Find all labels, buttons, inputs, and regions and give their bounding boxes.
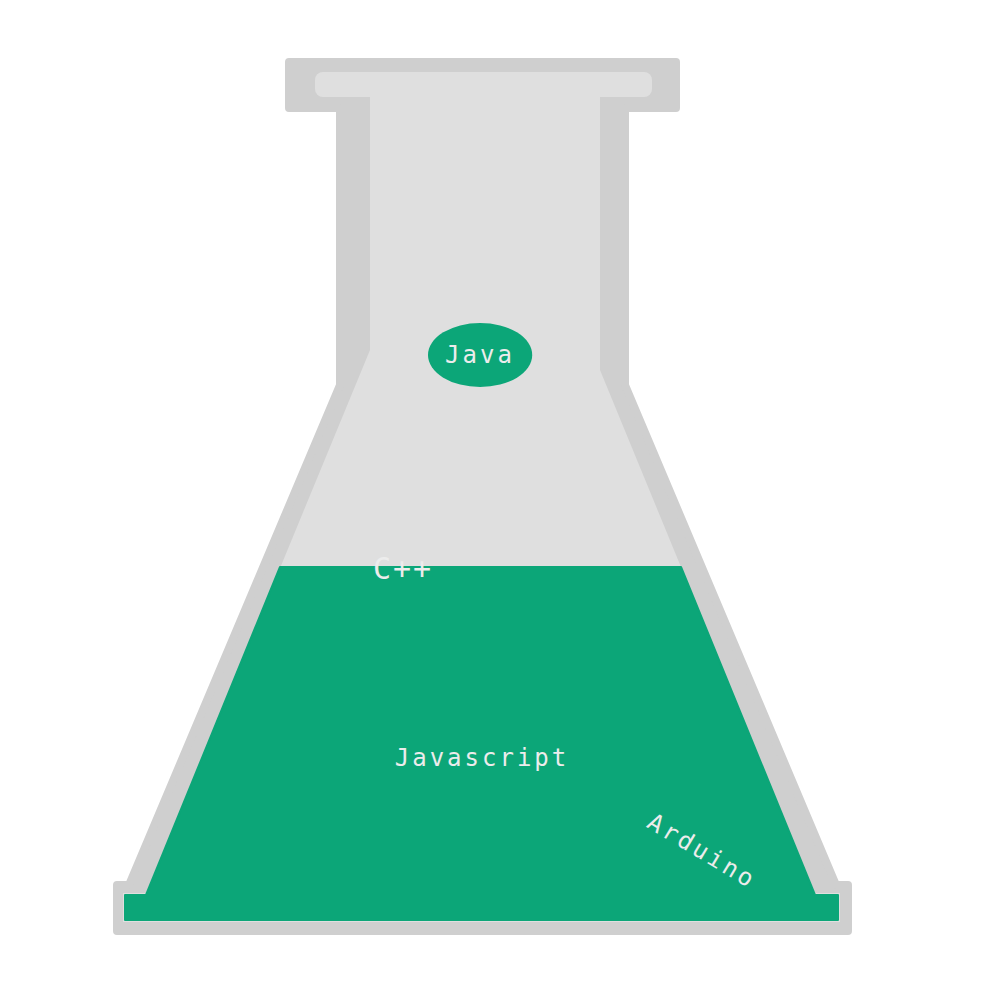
- node-text: Java: [445, 341, 515, 369]
- flask-inner-glass: [123, 90, 840, 922]
- liquid: [125, 567, 838, 920]
- ellipse-outline: [428, 323, 532, 387]
- flask-outer-glass: [117, 62, 848, 931]
- language-label: Javascript: [395, 744, 570, 772]
- ellipse-node: Java: [428, 323, 532, 387]
- language-label: C++: [373, 551, 433, 586]
